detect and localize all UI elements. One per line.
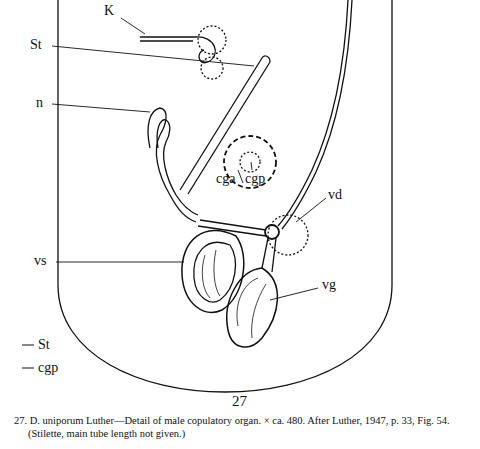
part-label: n [36, 96, 43, 110]
leader-line [52, 46, 254, 66]
n-tube-wall [157, 120, 198, 215]
leader-line [296, 198, 326, 222]
scale-bar [22, 345, 34, 368]
stilette-wall [140, 40, 193, 41]
gland-circle [268, 215, 308, 255]
leader-line [52, 104, 150, 112]
part-label: vg [322, 278, 336, 292]
cgp-circle [240, 152, 260, 172]
part-label: St [30, 38, 42, 52]
vesicula-granulorum [227, 268, 278, 347]
vesicula-texture [202, 250, 220, 298]
vesicula-seminalis [182, 230, 244, 312]
vas-deferens [278, 0, 348, 226]
vas-deferens-wall [282, 0, 352, 229]
stylet-tube [180, 58, 262, 190]
part-label: cgp [245, 172, 265, 186]
stylet-tip [262, 56, 270, 62]
part-label: cga [216, 172, 235, 186]
gland-circle [198, 26, 226, 54]
junction [265, 225, 279, 239]
part-label: vd [328, 188, 342, 202]
scale-label: St [38, 338, 50, 352]
stylet-tube [188, 62, 270, 194]
vesicula-inner [194, 242, 236, 302]
figure-caption: 27. D. uniporum Luther—Detail of male co… [14, 414, 480, 440]
leader-line [251, 162, 252, 170]
n-tube [148, 108, 196, 222]
figure-number: 27 [232, 394, 247, 409]
duct [262, 238, 276, 272]
leader-line [270, 288, 318, 300]
leader-line [56, 262, 184, 263]
scale-label: cgp [38, 361, 58, 375]
leader-line [238, 170, 243, 183]
gland-circle [201, 57, 223, 79]
granule-texture [237, 278, 266, 338]
part-label: K [104, 4, 114, 18]
part-label: vs [34, 254, 46, 268]
body-outline [58, 0, 392, 392]
leader-line [121, 18, 145, 34]
